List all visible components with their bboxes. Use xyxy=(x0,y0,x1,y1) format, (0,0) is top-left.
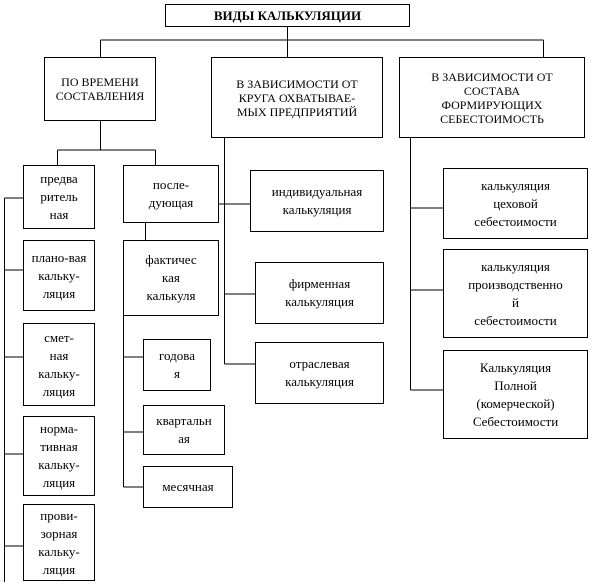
node-shop-cost: калькуляция цеховой себестоимости xyxy=(443,168,588,239)
connector-title-bus xyxy=(100,26,544,57)
connector-scope-spine xyxy=(224,138,255,365)
node-annual: годова я xyxy=(143,339,211,391)
node-normative: норма- тивная кальку- ляция xyxy=(23,416,95,496)
node-industry: отраслевая калькуляция xyxy=(255,342,384,404)
node-monthly: месячная xyxy=(143,466,233,508)
group-by-composition: В ЗАВИСИМОСТИ ОТ СОСТАВА ФОРМИРУЮЩИХ СЕБ… xyxy=(399,57,585,138)
connector-actual-spine xyxy=(123,316,143,488)
node-actual: фактичес кая калькуля xyxy=(123,240,219,316)
node-production-cost: калькуляция производственно й себестоимо… xyxy=(443,249,588,338)
connector-preliminary-spine xyxy=(4,197,23,582)
node-full-cost: Калькуляция Полной (комерческой) Себесто… xyxy=(443,350,588,439)
node-planned: плано-вая кальку- ляция xyxy=(23,240,95,311)
node-firm: фирменная калькуляция xyxy=(255,262,384,324)
group-by-scope: В ЗАВИСИМОСТИ ОТ КРУГА ОХВАТЫВАЕ- МЫХ ПР… xyxy=(211,57,383,138)
node-quarterly: квартальн ая xyxy=(143,405,225,455)
group-by-time: ПО ВРЕМЕНИ СОСТАВЛЕНИЯ xyxy=(44,57,156,121)
connector-time-split xyxy=(57,120,156,165)
node-estimate: смет- ная кальку- ляция xyxy=(23,323,95,406)
node-individual: индивидуальная калькуляция xyxy=(250,170,384,232)
connector-composition-spine xyxy=(410,138,443,391)
node-subsequent: после- дующая xyxy=(123,165,219,223)
diagram-title: ВИДЫ КАЛЬКУЛЯЦИИ xyxy=(165,4,410,27)
node-preliminary: предва ритель ная xyxy=(23,165,95,229)
node-provisional: прови- зорная кальку- ляция xyxy=(23,504,95,581)
